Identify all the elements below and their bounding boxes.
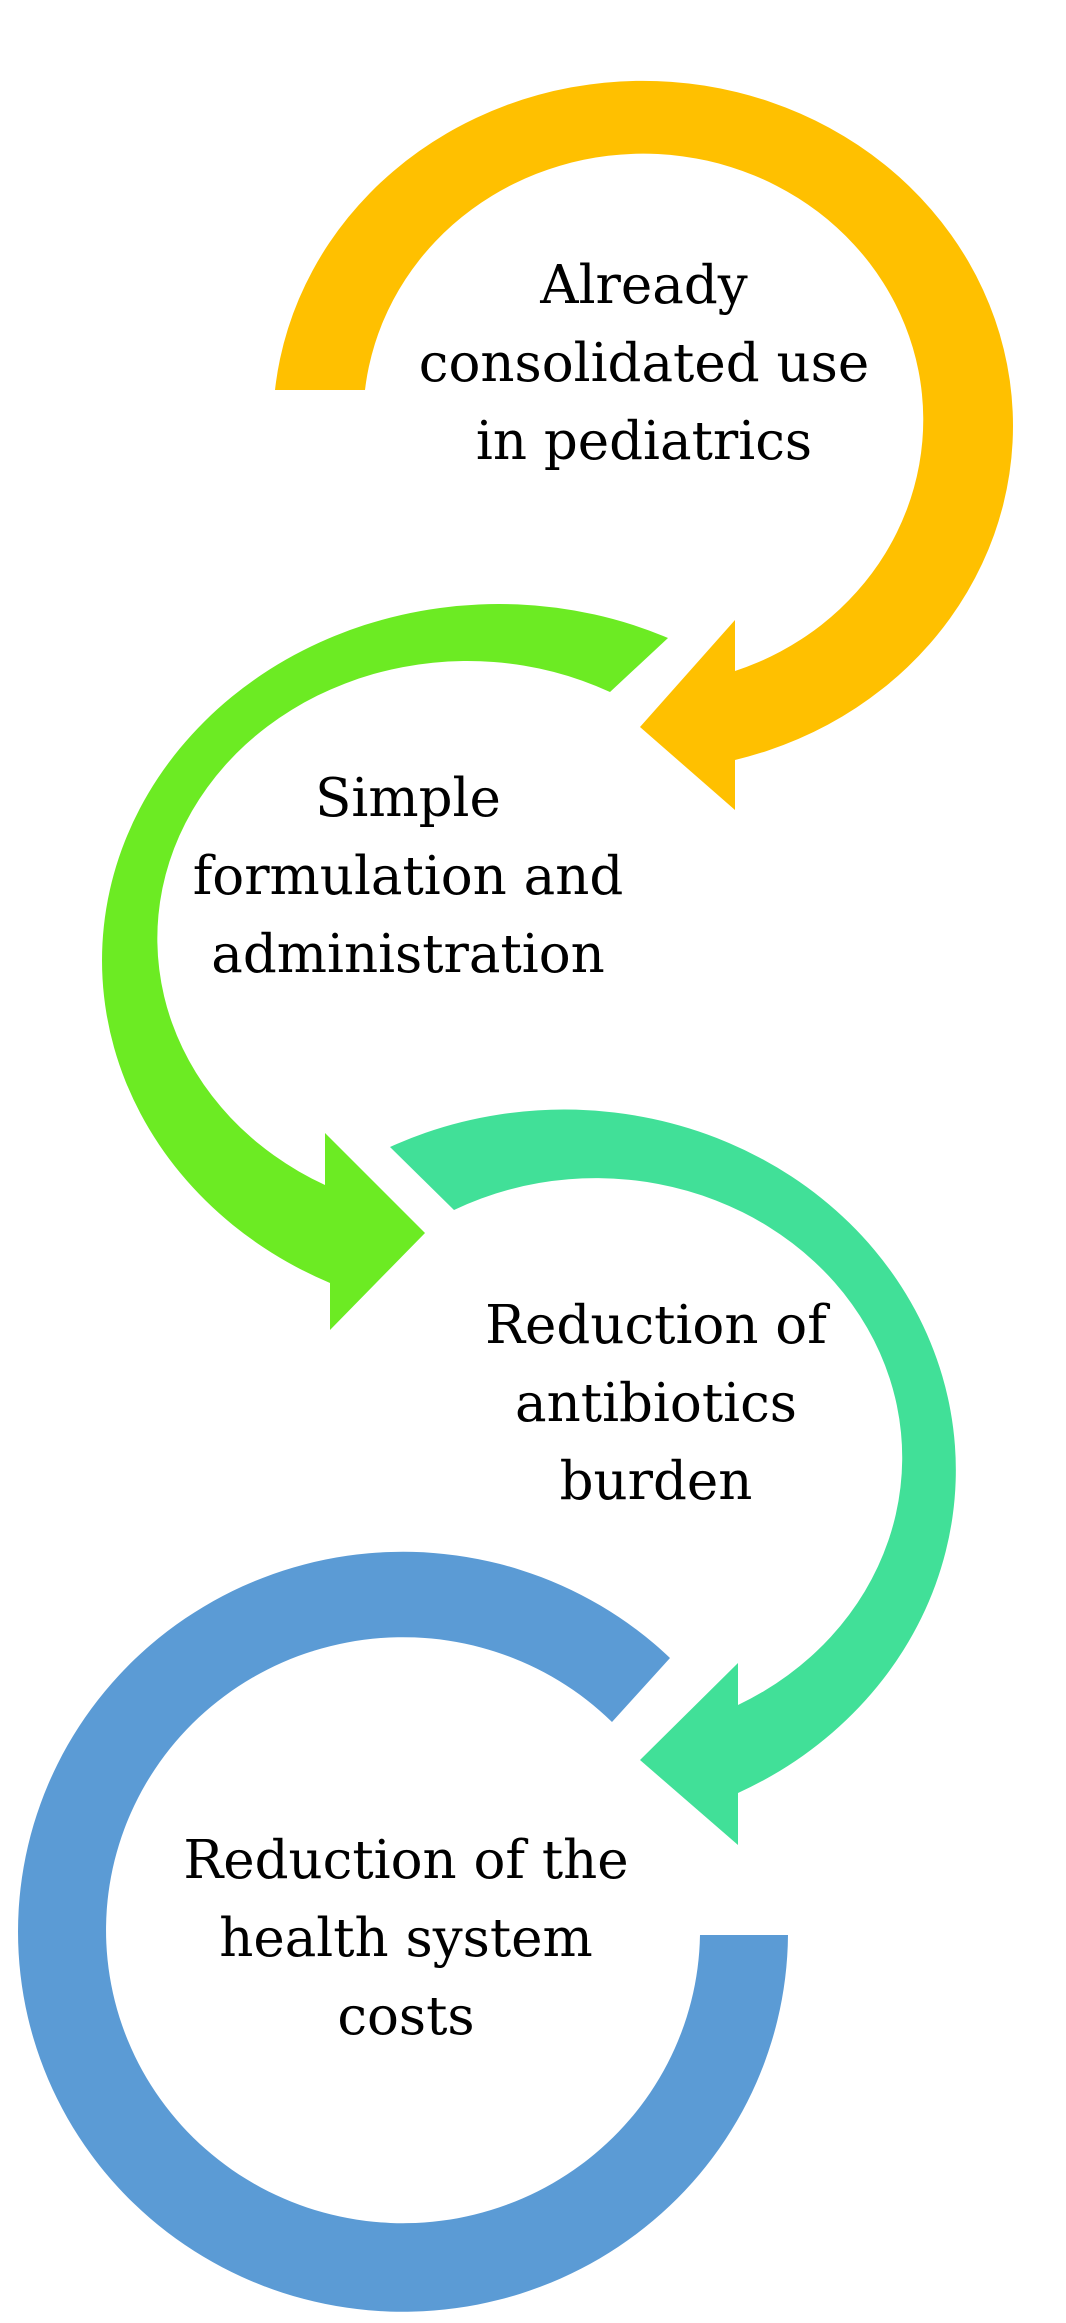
antibiotics-reduction-arrow [390, 1109, 956, 1845]
health-costs-line-1: Reduction of the [183, 1830, 629, 1891]
antibiotics-reduction-line-1: Reduction of [485, 1295, 827, 1356]
health-costs-label: Reduction of the health system costs [156, 1822, 656, 2056]
consolidated-use-line-3: in pediatrics [475, 411, 813, 472]
consolidated-use-line-1: Already [540, 255, 748, 316]
simple-formulation-line-3: administration [211, 924, 605, 985]
consolidated-use-arrow [275, 80, 1013, 810]
health-costs-line-2: health system [219, 1908, 593, 1969]
simple-formulation-label: Simple formulation and administration [158, 760, 658, 994]
health-costs-line-3: costs [337, 1986, 475, 2047]
consolidated-use-label: Already consolidated use in pediatrics [394, 247, 894, 481]
simple-formulation-arrow [102, 604, 668, 1330]
consolidated-use-line-2: consolidated use [418, 333, 870, 394]
antibiotics-reduction-label: Reduction of antibiotics burden [406, 1287, 906, 1521]
simple-formulation-line-1: Simple [315, 768, 501, 829]
antibiotics-reduction-line-3: burden [559, 1451, 753, 1512]
antibiotics-reduction-line-2: antibiotics [515, 1373, 797, 1434]
simple-formulation-line-2: formulation and [192, 846, 624, 907]
